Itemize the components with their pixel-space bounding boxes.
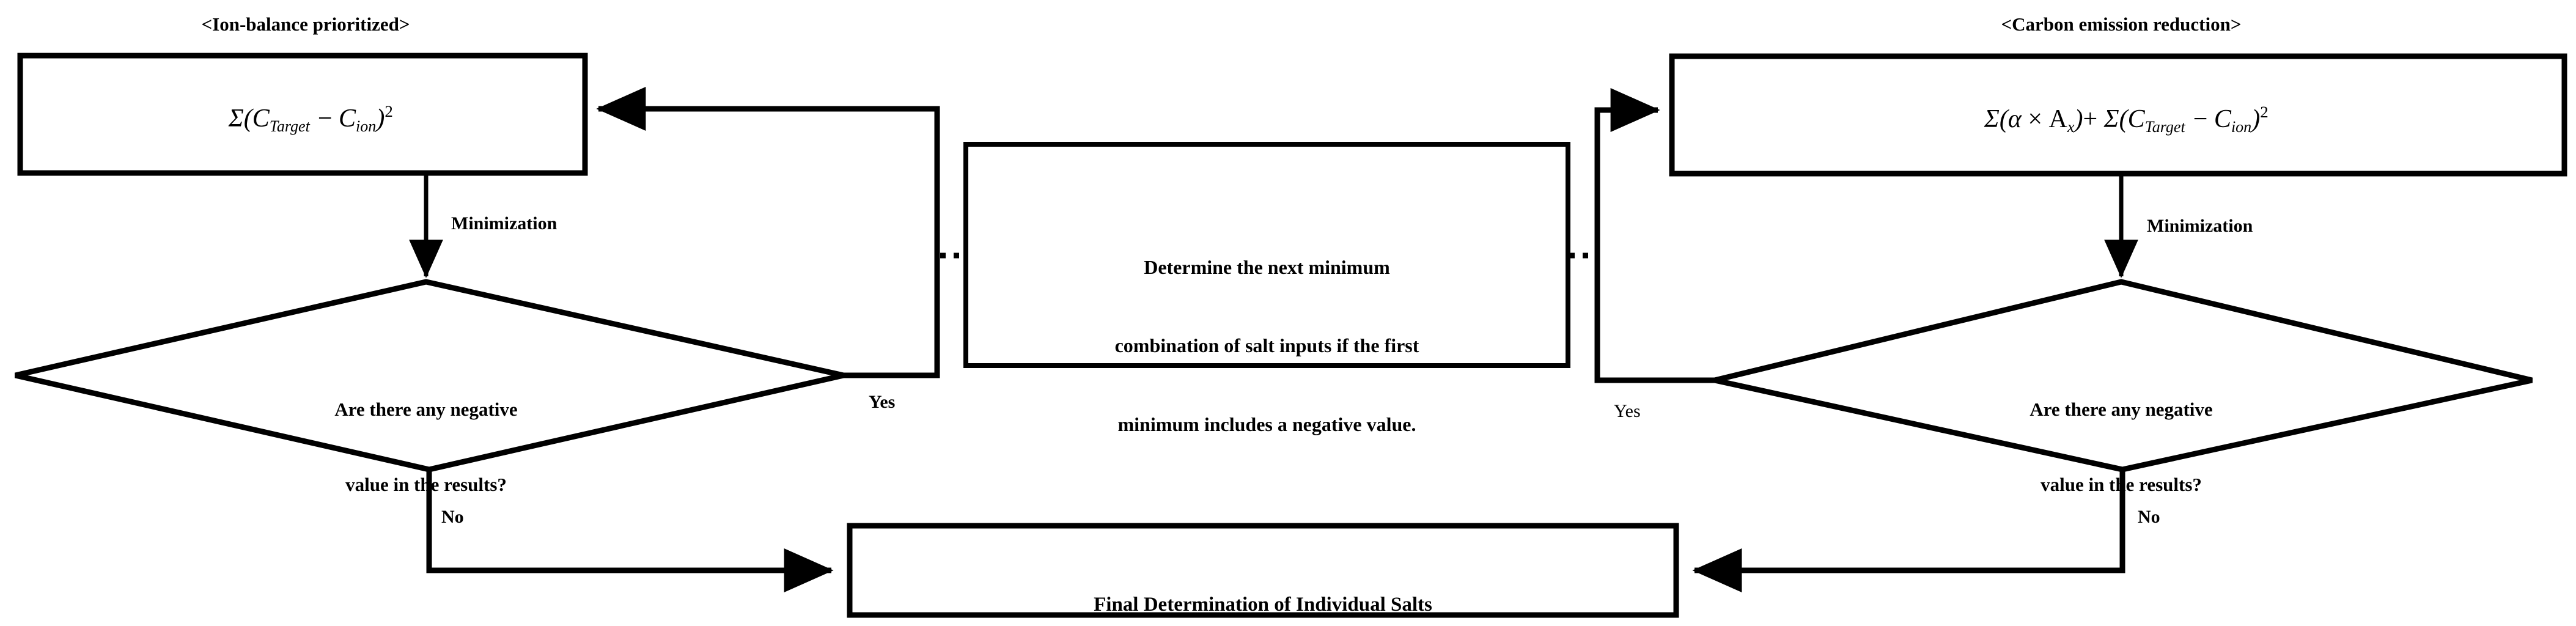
decision-text-right: Are there any negative value in the resu… [1938, 347, 2305, 547]
final-box-line1: Final Determination of Individual Salts [1094, 594, 1432, 616]
formula-left-close: ) [376, 105, 385, 133]
formula-left-ctarget: C [252, 105, 270, 133]
edge-label-yes-right: Yes [1614, 401, 1641, 421]
decision-left-line2: value in the results? [345, 473, 507, 495]
edge-right-no [1692, 470, 2125, 592]
section-title-right: <Carbon emission reduction> [2001, 13, 2242, 35]
final-determination-box [847, 523, 1679, 618]
formula-right-open2: ( [2119, 105, 2128, 133]
formula-right-times: × [2028, 105, 2043, 133]
formula-left-ctarget-sub: Target [269, 117, 310, 135]
edge-label-minimization-left: Minimization [451, 213, 558, 234]
decision-text-left: Are there any negative value in the resu… [243, 347, 609, 547]
formula-right-sigma1: Σ [1984, 105, 2000, 133]
formula-left-sigma: Σ [228, 105, 244, 133]
formula-right-close1: ) [2074, 105, 2083, 133]
formula-right-ctarget: C [2127, 105, 2145, 133]
objective-box-right [1669, 53, 2567, 177]
formula-left-open: ( [243, 105, 252, 133]
objective-formula-right: Σ(α × Ax)+ Σ(CTarget − Cion)2 [1672, 91, 2564, 148]
middle-note-text: Determine the next minimum combination o… [978, 202, 1556, 490]
middle-note-line2: combination of salt inputs if the first [1114, 334, 1419, 357]
formula-right-open1: ( [1999, 105, 2008, 133]
middle-note-box [963, 142, 1570, 368]
formula-right-sigma2: Σ [2103, 105, 2119, 133]
formula-right-close2: ) [2251, 105, 2261, 133]
formula-left-cion: C [339, 105, 356, 133]
formula-right-alpha: α [2007, 105, 2022, 133]
decision-right-line2: value in the results? [2041, 473, 2202, 495]
final-determination-text: Final Determination of Individual Salts … [850, 537, 1676, 626]
formula-right-ctarget-sub: Target [2144, 117, 2185, 136]
formula-right-cion-sub: ion [2231, 117, 2252, 136]
objective-formula-left: Σ(CTarget − Cion)2 [20, 90, 585, 147]
formula-right-avar: A [2048, 105, 2067, 133]
edge-label-no-right: No [2138, 507, 2160, 527]
middle-note-line3: minimum includes a negative value. [1117, 413, 1416, 435]
edge-label-yes-left: Yes [869, 392, 896, 412]
formula-left-minus: − [317, 105, 333, 133]
formula-right-minus: − [2193, 105, 2208, 133]
objective-box-left [17, 53, 588, 176]
decision-left-line1: Are there any negative [334, 398, 518, 420]
middle-note-line1: Determine the next minimum [1144, 256, 1390, 278]
decision-right-line1: Are there any negative [2030, 398, 2213, 420]
section-title-left: <Ion-balance prioritized> [201, 13, 410, 35]
edge-right-yes-loop [1594, 88, 1715, 383]
formula-right-cion: C [2214, 105, 2231, 133]
formula-right-power: 2 [2260, 102, 2269, 121]
formula-left-cion-sub: ion [356, 117, 377, 135]
edge-label-no-left: No [441, 507, 464, 527]
edge-left-yes-loop [596, 87, 940, 378]
formula-right-avar-sub: x [2067, 117, 2075, 136]
formula-left-power: 2 [385, 101, 393, 120]
edge-label-minimization-right: Minimization [2147, 216, 2253, 236]
formula-right-plus: + [2083, 105, 2098, 133]
edge-left-no [426, 470, 834, 592]
